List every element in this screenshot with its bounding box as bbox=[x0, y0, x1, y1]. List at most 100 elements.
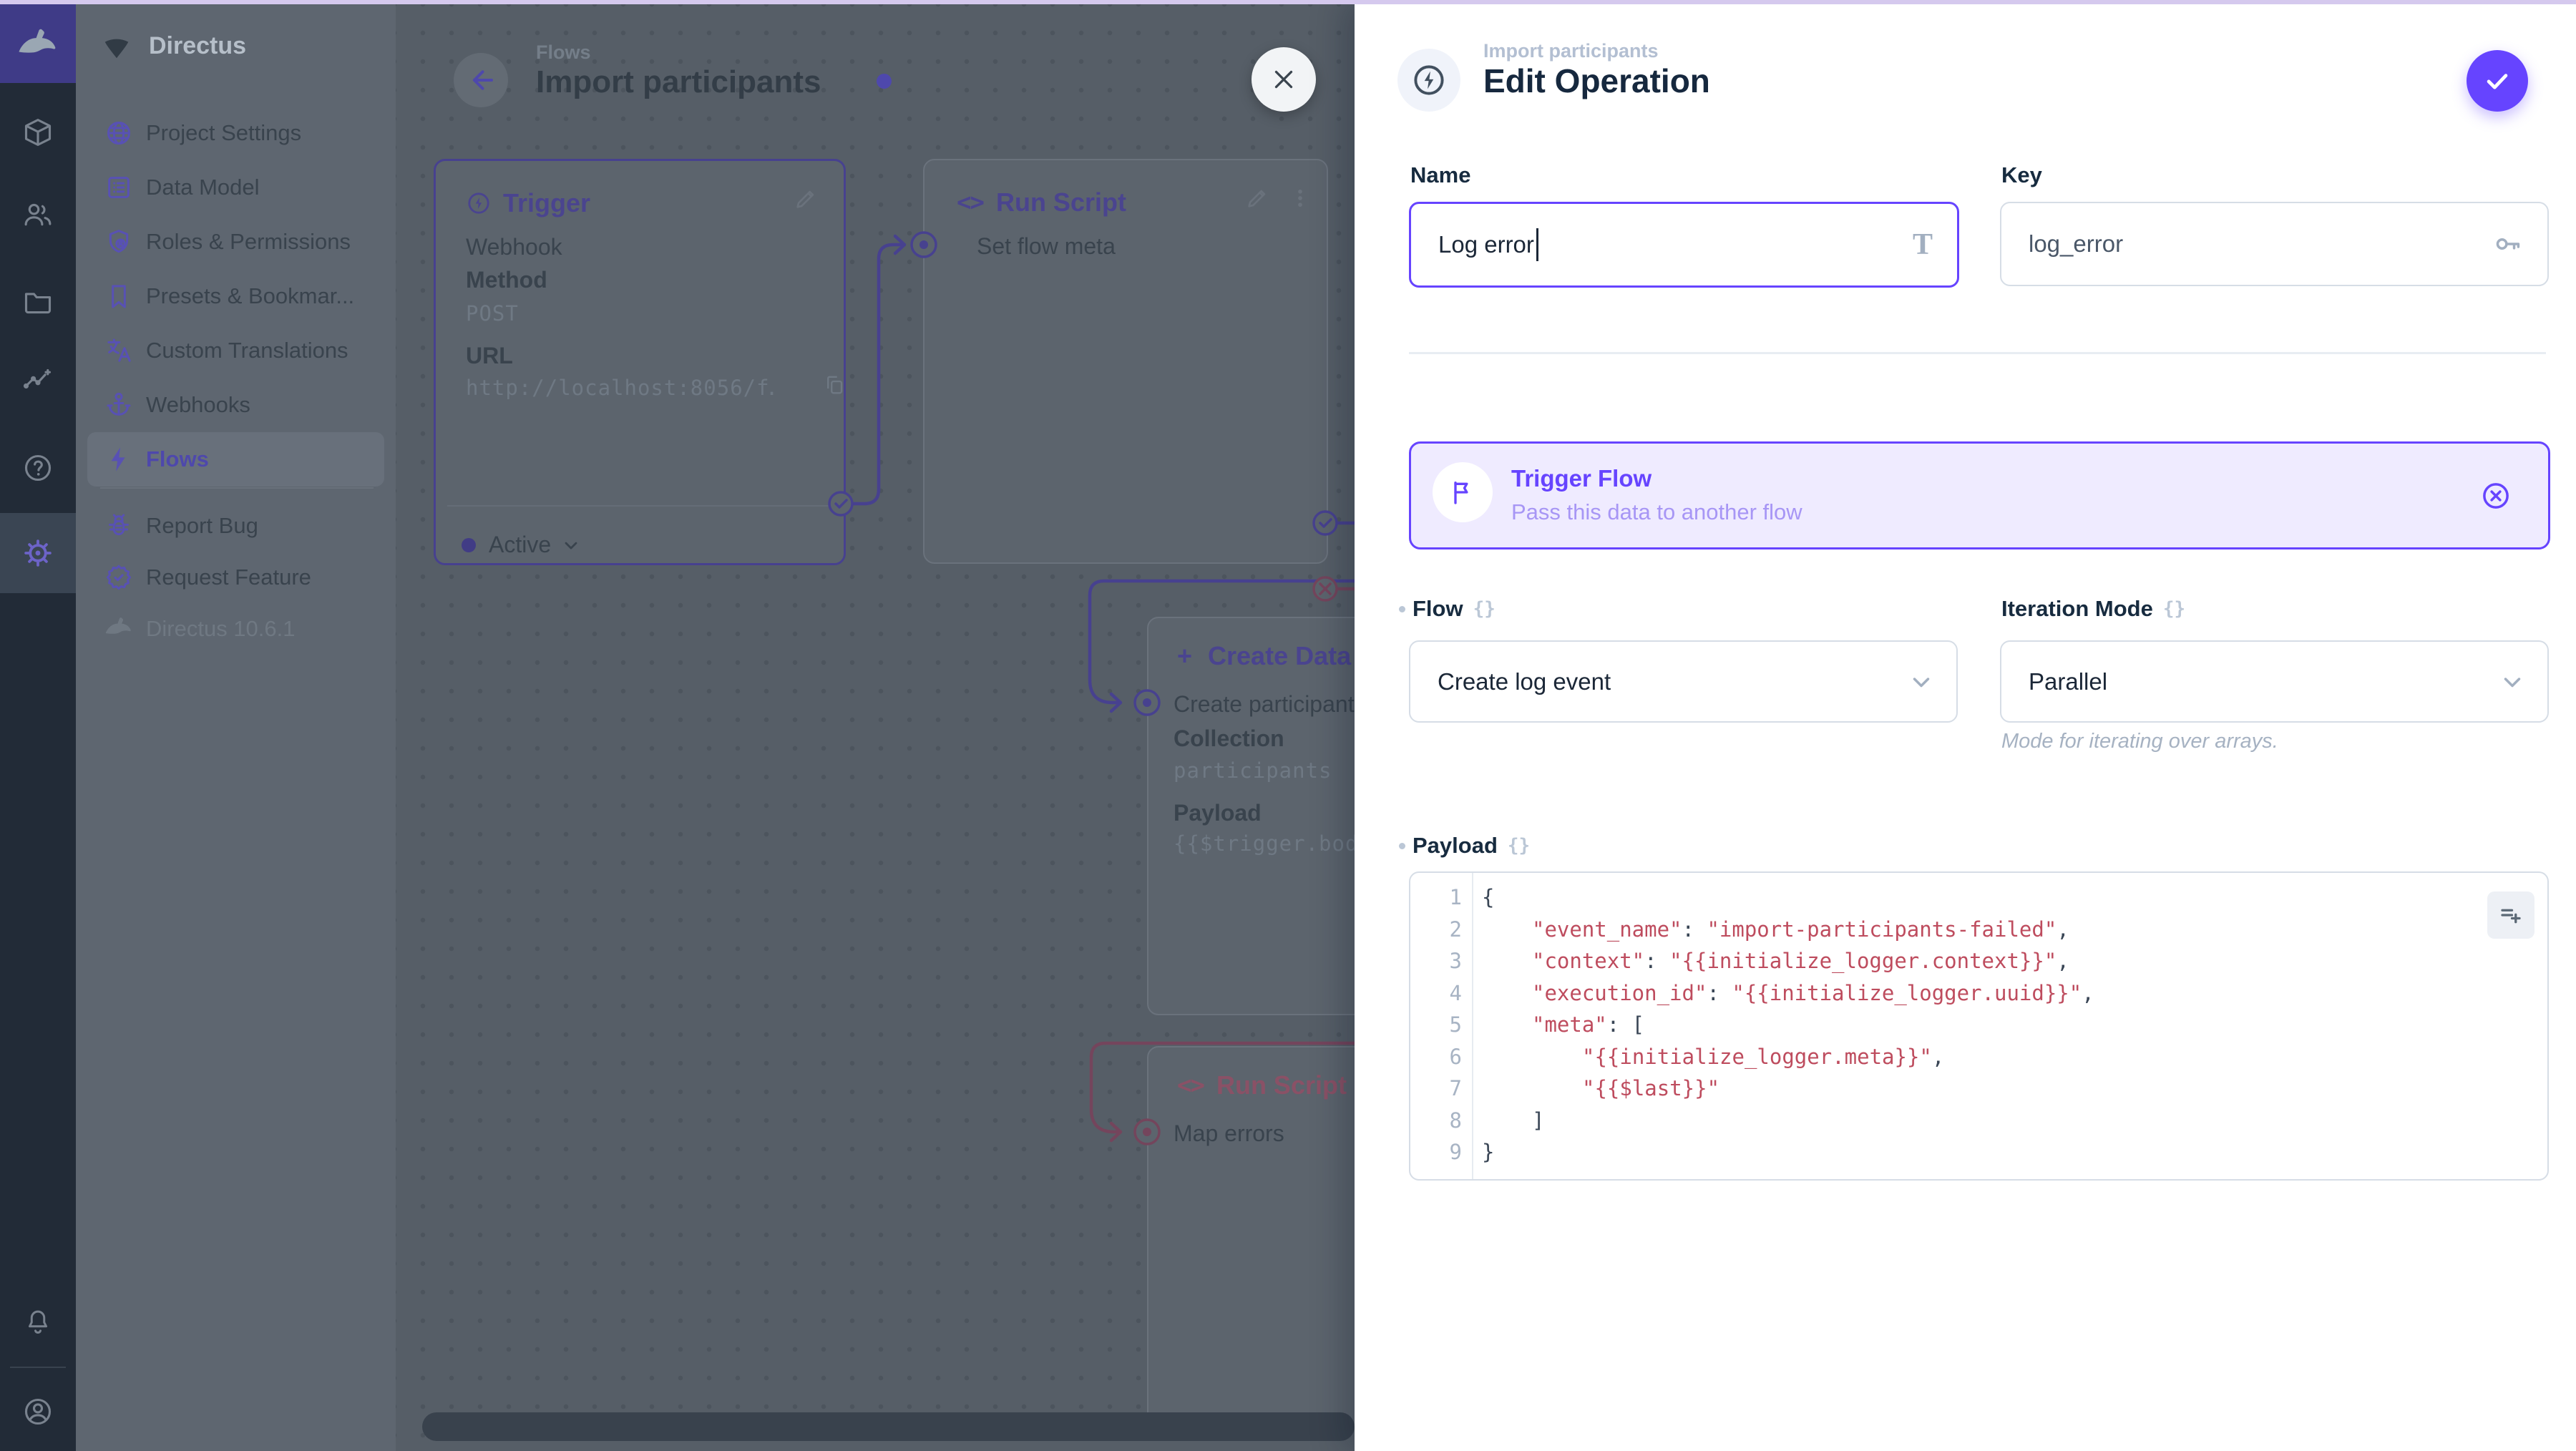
files-module-button[interactable] bbox=[0, 262, 76, 341]
open-raw-editor-button[interactable] bbox=[2487, 891, 2534, 939]
flash-circle-icon bbox=[466, 190, 492, 216]
remove-trigger-flow-button[interactable] bbox=[2480, 480, 2512, 512]
key-value: log_error bbox=[2029, 230, 2124, 257]
interpolation-icon: {} bbox=[1507, 835, 1531, 856]
operation-panel-map-errors[interactable]: <> Run Script Map errors bbox=[1147, 1046, 1355, 1427]
edit-pencil-icon[interactable] bbox=[794, 187, 818, 211]
required-dot bbox=[1399, 842, 1405, 849]
project-name: Directus bbox=[149, 31, 247, 59]
gutter-separator bbox=[1472, 873, 1473, 1179]
sidebar-item-roles-permissions[interactable]: Roles & Permissions bbox=[87, 215, 384, 269]
interpolation-icon: {} bbox=[1473, 598, 1496, 620]
directus-rabbit-icon bbox=[104, 615, 133, 643]
docs-module-button[interactable] bbox=[0, 429, 76, 507]
account-button[interactable] bbox=[0, 1372, 76, 1451]
sidebar-item-presets-bookmarks[interactable]: Presets & Bookmar... bbox=[87, 269, 384, 323]
operation-name: Create participant bbox=[1174, 691, 1355, 717]
translate-icon bbox=[104, 336, 133, 365]
module-bar bbox=[0, 0, 76, 1451]
key-input[interactable]: log_error bbox=[2000, 202, 2549, 286]
iteration-mode-select[interactable]: Parallel bbox=[2000, 640, 2549, 723]
settings-module-button[interactable] bbox=[0, 513, 76, 593]
bug-icon bbox=[104, 512, 133, 540]
trigger-panel[interactable]: Trigger Webhook Method POST URL http://l… bbox=[434, 159, 846, 565]
text-caret bbox=[1536, 228, 1538, 261]
sidebar-item-label: Webhooks bbox=[146, 392, 250, 417]
users-icon bbox=[22, 199, 54, 230]
sidebar-item-webhooks[interactable]: Webhooks bbox=[87, 378, 384, 432]
operation-panel-create-participant[interactable]: + Create Data Create participant Collect… bbox=[1147, 617, 1355, 1015]
check-icon bbox=[2482, 65, 2513, 97]
iteration-mode-note: Mode for iterating over arrays. bbox=[2001, 730, 2278, 753]
sidebar-item-label: Request Feature bbox=[146, 565, 311, 590]
sidebar-item-label: Roles & Permissions bbox=[146, 229, 351, 254]
operation-panel-set-flow-meta[interactable]: <> Run Script Set flow meta bbox=[923, 159, 1328, 564]
section-divider bbox=[1409, 352, 2546, 354]
panel-title: Run Script bbox=[995, 187, 1126, 217]
flow-status-toggle[interactable]: Active bbox=[462, 532, 581, 558]
project-header[interactable]: Directus bbox=[76, 0, 396, 92]
copy-icon[interactable] bbox=[824, 374, 845, 396]
bolt-icon bbox=[104, 445, 133, 474]
data-model-icon bbox=[104, 173, 133, 202]
flow-label-row: Flow {} bbox=[1399, 596, 1496, 622]
code-content[interactable]: {"event_name": "import-participants-fail… bbox=[1482, 885, 2094, 1164]
sidebar-item-request-feature[interactable]: Request Feature bbox=[87, 550, 384, 605]
breadcrumb[interactable]: Flows bbox=[536, 41, 591, 63]
drawer-title: Edit Operation bbox=[1483, 62, 1710, 99]
edit-operation-drawer: Import participants Edit Operation Name … bbox=[1355, 0, 2576, 1451]
sidebar-item-label: Data Model bbox=[146, 175, 260, 200]
flag-icon-circle bbox=[1433, 462, 1493, 522]
status-label: Active bbox=[489, 532, 552, 557]
insights-module-button[interactable] bbox=[0, 342, 76, 421]
status-dot bbox=[462, 537, 476, 552]
iteration-mode-value: Parallel bbox=[2029, 668, 2108, 695]
unsaved-indicator-dot bbox=[877, 74, 892, 89]
sidebar-item-project-settings[interactable]: Project Settings bbox=[87, 106, 384, 160]
flow-label: Flow bbox=[1413, 596, 1463, 621]
badge-check-icon bbox=[104, 563, 133, 592]
top-accent-strip bbox=[0, 0, 2576, 4]
panel-divider bbox=[447, 505, 832, 507]
field-value: participants bbox=[1174, 758, 1332, 783]
sidebar-item-custom-translations[interactable]: Custom Translations bbox=[87, 323, 384, 378]
box-icon bbox=[22, 117, 54, 148]
kebab-menu-icon[interactable] bbox=[1288, 186, 1312, 210]
trigger-flow-card[interactable]: Trigger Flow Pass this data to another f… bbox=[1409, 441, 2550, 549]
save-button[interactable] bbox=[2467, 50, 2528, 112]
sidebar-item-report-bug[interactable]: Report Bug bbox=[87, 499, 384, 553]
field-label: Collection bbox=[1174, 726, 1284, 751]
bell-icon bbox=[23, 1307, 53, 1337]
field-label: URL bbox=[466, 343, 513, 368]
name-input[interactable]: Log error T bbox=[1409, 202, 1959, 288]
name-label: Name bbox=[1410, 162, 1471, 187]
notifications-button[interactable] bbox=[0, 1283, 76, 1362]
bookmark-icon bbox=[104, 282, 133, 311]
payload-label: Payload bbox=[1413, 833, 1498, 858]
help-icon bbox=[22, 452, 54, 484]
back-button[interactable] bbox=[454, 53, 508, 107]
sidebar-item-flows[interactable]: Flows bbox=[87, 432, 384, 487]
users-module-button[interactable] bbox=[0, 175, 76, 254]
field-value: http://localhost:8056/f… bbox=[466, 376, 774, 400]
sidebar-item-data-model[interactable]: Data Model bbox=[87, 160, 384, 215]
flow-canvas: Flows Import participants Trigger Webhoo… bbox=[396, 0, 1355, 1451]
directus-logo-button[interactable] bbox=[0, 0, 76, 83]
close-drawer-button[interactable] bbox=[1252, 47, 1316, 112]
project-logo-icon bbox=[100, 31, 133, 60]
activity-icon bbox=[22, 366, 54, 397]
iteration-mode-label: Iteration Mode bbox=[2001, 596, 2153, 621]
flow-select[interactable]: Create log event bbox=[1409, 640, 1958, 723]
key-icon bbox=[2492, 228, 2523, 260]
sidebar-divider bbox=[100, 487, 374, 489]
edit-pencil-icon[interactable] bbox=[1245, 186, 1269, 210]
collections-module-button[interactable] bbox=[0, 93, 76, 172]
panel-title: Create Data bbox=[1208, 641, 1352, 670]
iteration-mode-label-row: Iteration Mode {} bbox=[2001, 596, 2185, 622]
gear-icon bbox=[21, 537, 54, 570]
horizontal-scrollbar[interactable] bbox=[422, 1412, 1355, 1441]
sidebar-item-label: Custom Translations bbox=[146, 338, 348, 363]
panel-title: Run Script bbox=[1216, 1070, 1347, 1100]
